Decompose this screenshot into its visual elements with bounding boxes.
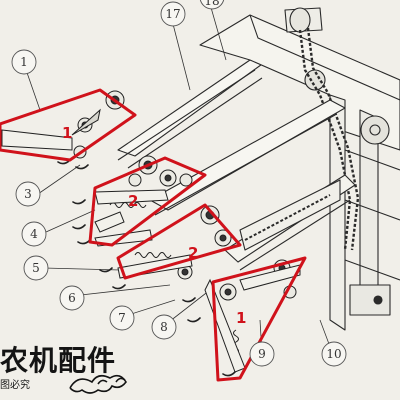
callout-5: 5 (32, 261, 40, 275)
highlight-outline-1-top (0, 88, 137, 162)
highlight-outline-2-top (88, 156, 207, 247)
watermark: 农机配件 图必究 (0, 344, 127, 394)
callout-7: 7 (118, 311, 126, 325)
callout-8: 8 (160, 320, 168, 334)
highlight-outlines (0, 88, 307, 382)
callout-10: 10 (326, 347, 341, 361)
claw-teeth (57, 159, 236, 377)
callout-4: 4 (30, 227, 38, 241)
watermark-sub: 图必究 (0, 378, 30, 391)
highlight-tag-2-bottom: 2 (188, 244, 198, 262)
callouts (11, 0, 347, 367)
cloud-swirl-icon (69, 374, 127, 394)
callout-18: 18 (204, 0, 219, 8)
callout-6: 6 (68, 291, 76, 305)
highlight-tag-2-top: 2 (128, 192, 138, 210)
callout-9: 9 (258, 347, 266, 361)
callout-1: 1 (20, 55, 28, 69)
highlight-tag-1-top: 1 (62, 124, 72, 142)
callout-3: 3 (24, 187, 32, 201)
highlight-outline-1-bottom (211, 256, 307, 382)
highlight-outline-2-bottom (116, 203, 242, 280)
gear-assembly-2b (177, 205, 232, 280)
watermark-main: 农机配件 (0, 344, 116, 377)
callout-17: 17 (165, 7, 180, 21)
highlight-tag-1-bottom: 1 (236, 309, 246, 327)
